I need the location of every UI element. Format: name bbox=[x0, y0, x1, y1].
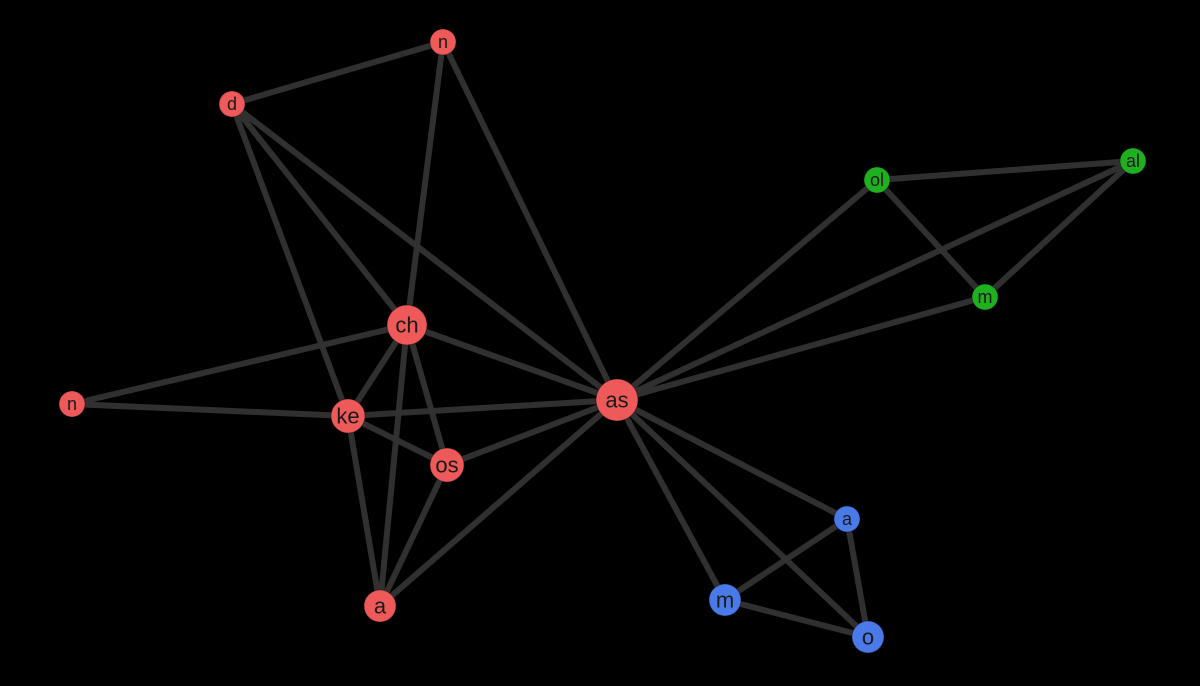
edge-n13-n14 bbox=[722, 516, 850, 603]
edge-n8-n12 bbox=[614, 294, 988, 403]
node-n7[interactable]: a bbox=[363, 589, 397, 623]
edge-n4-n5 bbox=[69, 401, 351, 419]
node-n10[interactable]: ol bbox=[863, 166, 891, 194]
node-label: ch bbox=[395, 313, 418, 338]
node-circle[interactable] bbox=[58, 390, 86, 418]
edge-layer bbox=[69, 39, 1136, 640]
node-circle[interactable] bbox=[330, 398, 366, 434]
node-circle[interactable] bbox=[429, 28, 457, 56]
node-circle[interactable] bbox=[363, 589, 397, 623]
node-circle[interactable] bbox=[429, 447, 465, 483]
edge-n5-n6 bbox=[345, 413, 450, 468]
edge-n6-n7 bbox=[377, 462, 450, 609]
edge-n11-n12 bbox=[982, 158, 1136, 300]
node-label: o bbox=[862, 625, 874, 650]
node-n3[interactable]: ch bbox=[386, 304, 428, 346]
node-n14[interactable]: m bbox=[708, 583, 742, 617]
node-label: n bbox=[438, 32, 448, 52]
node-n13[interactable]: a bbox=[833, 505, 861, 533]
node-circle[interactable] bbox=[386, 304, 428, 346]
node-label: a bbox=[374, 594, 387, 619]
node-label: m bbox=[716, 588, 734, 613]
node-n4[interactable]: n bbox=[58, 390, 86, 418]
node-label: ol bbox=[870, 170, 884, 190]
edge-n2-n5 bbox=[229, 101, 351, 419]
node-n1[interactable]: n bbox=[429, 28, 457, 56]
edge-n8-n14 bbox=[614, 397, 728, 603]
edge-n13-n15 bbox=[844, 516, 871, 640]
edge-n3-n8 bbox=[404, 322, 620, 403]
edge-n8-n15 bbox=[614, 397, 871, 640]
node-circle[interactable] bbox=[708, 583, 742, 617]
edge-n5-n7 bbox=[345, 413, 383, 609]
node-circle[interactable] bbox=[595, 378, 639, 422]
node-n2[interactable]: d bbox=[218, 90, 246, 118]
node-label: al bbox=[1126, 151, 1140, 171]
node-n8[interactable]: as bbox=[595, 378, 639, 422]
node-n15[interactable]: o bbox=[851, 620, 885, 654]
node-n6[interactable]: os bbox=[429, 447, 465, 483]
edge-n8-n11 bbox=[614, 158, 1136, 403]
edge-n1-n8 bbox=[440, 39, 620, 403]
edge-n3-n6 bbox=[404, 322, 450, 468]
edge-n8-n7 bbox=[377, 397, 620, 609]
edge-n14-n15 bbox=[722, 597, 871, 640]
node-label: ke bbox=[336, 404, 359, 429]
node-n5[interactable]: ke bbox=[330, 398, 366, 434]
edge-n2-n8 bbox=[229, 101, 620, 403]
node-circle[interactable] bbox=[851, 620, 885, 654]
node-label: n bbox=[67, 394, 77, 414]
node-label: as bbox=[605, 388, 628, 413]
node-n12[interactable]: m bbox=[971, 283, 999, 311]
node-label: d bbox=[227, 94, 237, 114]
node-circle[interactable] bbox=[971, 283, 999, 311]
edge-n10-n11 bbox=[874, 158, 1136, 183]
node-label: a bbox=[842, 509, 853, 529]
node-circle[interactable] bbox=[1119, 147, 1147, 175]
edge-n10-n12 bbox=[874, 177, 988, 300]
edge-n8-n10 bbox=[614, 177, 880, 403]
edge-n3-n7 bbox=[377, 322, 410, 609]
edge-n6-n8 bbox=[444, 397, 620, 468]
edge-n1-n2 bbox=[229, 39, 446, 107]
node-label: m bbox=[978, 287, 993, 307]
node-layer: n d ch n ke os a as ol al m a m o bbox=[58, 28, 1147, 654]
node-circle[interactable] bbox=[833, 505, 861, 533]
node-circle[interactable] bbox=[863, 166, 891, 194]
edge-n5-n8 bbox=[345, 397, 620, 419]
edge-n2-n3 bbox=[229, 101, 410, 328]
edge-n3-n4 bbox=[69, 322, 410, 407]
node-n11[interactable]: al bbox=[1119, 147, 1147, 175]
node-label: os bbox=[435, 453, 458, 478]
edge-n8-n13 bbox=[614, 397, 850, 522]
edge-n1-n3 bbox=[404, 39, 446, 328]
node-circle[interactable] bbox=[218, 90, 246, 118]
